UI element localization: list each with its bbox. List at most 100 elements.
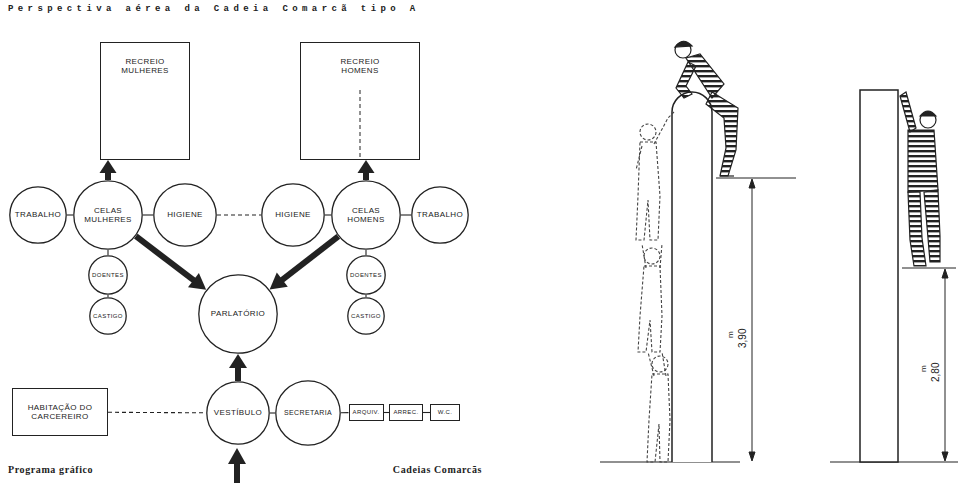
- connector-line: [325, 214, 331, 215]
- room-circle: PARLATÓRIO: [198, 274, 278, 354]
- connector-line: [143, 214, 153, 215]
- connector-line: [365, 250, 366, 255]
- wall: [672, 92, 712, 462]
- connector-line: [107, 295, 108, 297]
- node-label: CELAS MULHERES: [79, 206, 137, 224]
- room-circle: CASTIGO: [89, 297, 127, 335]
- dimension-line: [716, 178, 956, 461]
- climbing-figure: [640, 124, 656, 140]
- connector-line: [270, 412, 275, 413]
- connector-line: [108, 412, 206, 414]
- entry-arrow: [228, 448, 246, 464]
- climbing-figure: [636, 142, 660, 240]
- connector-line: [363, 172, 369, 180]
- prisoner-figure: [924, 190, 940, 262]
- prisoner-figure: [920, 112, 936, 128]
- dimension-unit: m: [920, 365, 929, 372]
- prisoner-figure: [675, 42, 691, 58]
- room-circle: HIGIENE: [153, 183, 217, 247]
- link-line: [108, 412, 206, 414]
- yard-box: RECREIO MULHERES: [100, 42, 190, 160]
- prisoner-figure: [675, 41, 738, 176]
- prisoner-figure: [908, 192, 926, 266]
- wall: [860, 90, 898, 462]
- prisoner-figure: [686, 54, 724, 98]
- arrow-head: [100, 160, 117, 173]
- connector-line: [67, 214, 73, 215]
- prisoner-figure: [675, 41, 692, 47]
- circle-outline: [89, 256, 127, 294]
- room-circle: VESTÍBULO: [206, 381, 270, 445]
- connector-line: [217, 214, 261, 215]
- node-label: HIGIENE: [275, 210, 311, 219]
- link-line: [217, 215, 261, 216]
- room-box: ARREC.: [389, 404, 423, 421]
- circle-outline: [90, 298, 126, 334]
- circle-outline: [348, 298, 384, 334]
- room-circle: CASTIGO: [347, 297, 385, 335]
- caption-text: Programa gráfico: [8, 464, 93, 475]
- dimension-line: [716, 178, 796, 179]
- title: Perspectiva aérea da Cadeia Comarcã tipo…: [8, 4, 420, 14]
- circle-outline: [412, 187, 468, 243]
- room-circle: TRABALHO: [9, 186, 67, 244]
- yard-box: RECREIO HOMENS: [300, 42, 420, 160]
- climbing-figure: [662, 352, 666, 376]
- prisoner-figure: [676, 62, 696, 98]
- climbing-figure: [648, 352, 654, 376]
- node-label: CELAS HOMENS: [337, 206, 395, 224]
- link-line: [67, 215, 73, 216]
- connector-line: [341, 412, 349, 413]
- ground-line: [600, 461, 958, 462]
- node-label: TRABALHO: [15, 210, 61, 219]
- climbing-figure: [647, 374, 670, 462]
- dimension-line: [945, 270, 946, 460]
- entry-arrow: [234, 463, 240, 483]
- prisoner-figure: [900, 92, 916, 132]
- node-label: W.C.: [438, 409, 453, 416]
- flow-arrow: [229, 354, 247, 381]
- connector-line: [365, 295, 366, 297]
- dashed-divider: [360, 90, 361, 160]
- link-line: [108, 250, 109, 255]
- prisoner-figure: [720, 175, 734, 176]
- link-line: [341, 412, 349, 413]
- dimension-line: [749, 452, 755, 461]
- node-label: CASTIGO: [93, 313, 123, 320]
- room-circle: DOENTES: [88, 255, 128, 295]
- climbing-figure: [652, 356, 668, 372]
- circle-outline: [347, 256, 385, 294]
- connector-line: [107, 250, 108, 255]
- circle-outline: [74, 181, 142, 249]
- circle-outline: [154, 184, 216, 246]
- node-label: DOENTES: [92, 272, 124, 279]
- flow-arrow: [100, 160, 117, 180]
- node-label: ARREC.: [393, 409, 418, 416]
- dimension-line: [902, 268, 956, 269]
- node-label: PARLATÓRIO: [211, 309, 265, 318]
- circle-outline: [199, 275, 277, 353]
- link-line: [325, 215, 331, 216]
- dimension-line: [752, 180, 753, 460]
- room-circle: CELAS HOMENS: [331, 180, 401, 250]
- room-circle: CELAS MULHERES: [73, 180, 143, 250]
- arrow-head: [358, 160, 375, 173]
- link-line: [366, 295, 367, 297]
- circle-outline: [262, 184, 324, 246]
- room-box: ARQUIV.: [349, 404, 384, 421]
- node-label: TRABALHO: [417, 210, 463, 219]
- climbing-figure: [654, 112, 674, 144]
- room-box: W.C.: [430, 404, 460, 421]
- dimension-value: 3,90: [737, 329, 748, 348]
- link-line: [143, 215, 153, 216]
- dashed-divider: [360, 90, 361, 160]
- climbing-figure: [642, 244, 646, 268]
- node-label: DOENTES: [350, 272, 382, 279]
- flow-arrow: [358, 160, 375, 180]
- arrow-head: [229, 354, 247, 368]
- connector-line: [105, 172, 111, 180]
- dimension-value: 2,80: [930, 363, 941, 382]
- caption-text: Cadeias Comarcãs: [393, 464, 482, 475]
- dimension-line: [942, 452, 948, 461]
- room-circle: SECRETARIA: [275, 380, 341, 446]
